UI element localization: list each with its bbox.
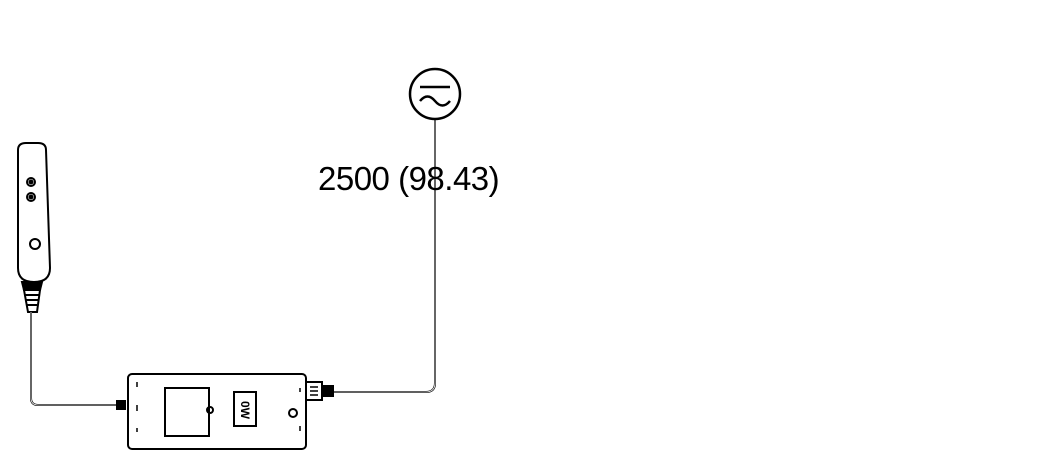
ac-mains-icon: [408, 67, 462, 121]
handset-cable: [30, 312, 116, 406]
handset-icon: [17, 142, 52, 313]
cable-length-label: 2500 (98.43): [318, 160, 500, 197]
control-box-sticker: 0W: [238, 401, 252, 420]
mains-plug: [305, 381, 334, 401]
control-box-icon: [127, 373, 307, 450]
